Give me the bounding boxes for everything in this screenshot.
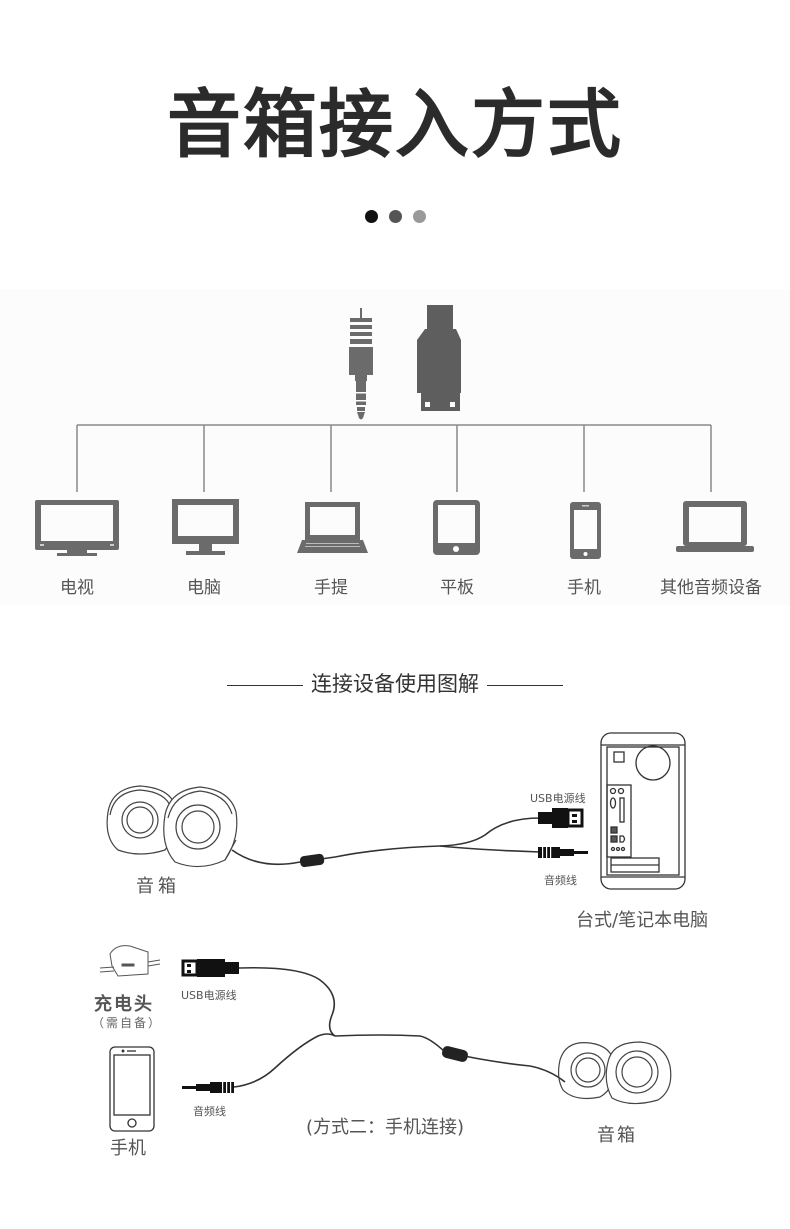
heading-rule-left	[227, 684, 303, 686]
heading-rule-right	[487, 684, 563, 686]
audio-plug-connector-1	[538, 847, 588, 858]
audio-plug-connector-2	[182, 1082, 234, 1093]
page-title: 音箱接入方式	[167, 82, 623, 168]
speaker-cable-1	[231, 817, 541, 866]
inline-volume-control-1	[299, 853, 325, 868]
usb-plug-connector-2	[181, 959, 239, 977]
speaker-pair-illustration-2	[557, 1041, 672, 1105]
device-label-tablet: 平板	[440, 578, 474, 598]
computer-label: 台式/笔记本电脑	[576, 910, 709, 931]
audio-cable-label-1: 音频线	[544, 874, 577, 887]
audio-cable-2	[233, 1033, 336, 1088]
speaker-pair-illustration-1	[106, 785, 238, 868]
method-two-label: (方式二：手机连接)	[306, 1117, 465, 1138]
charger-illustration	[99, 945, 161, 977]
phone-label: 手机	[110, 1138, 146, 1159]
desktop-monitor-icon	[172, 499, 239, 555]
speaker-label-2: 音箱	[597, 1125, 637, 1146]
usb-cable-2	[238, 966, 336, 1037]
speaker-label-1: 音箱	[136, 876, 180, 897]
usb-cable-label-2: USB电源线	[181, 989, 237, 1002]
phone-illustration	[109, 1046, 155, 1132]
connection-tree	[76, 424, 712, 492]
pager-dot-3	[413, 210, 426, 223]
device-label-tv: 电视	[60, 578, 94, 598]
tablet-icon	[433, 500, 480, 555]
audio-cable-branch-1	[439, 845, 541, 853]
pager-dot-1	[365, 210, 378, 223]
charger-label: 充电头	[94, 994, 154, 1015]
device-compatibility-panel	[0, 289, 790, 605]
computer-tower-illustration	[600, 732, 686, 890]
section-heading: 连接设备使用图解	[0, 668, 790, 698]
charger-note: （需自备）	[92, 1016, 163, 1030]
phone-icon	[570, 502, 601, 559]
audio-jack-icon	[349, 308, 373, 420]
usb-plug-connector-1	[538, 808, 584, 828]
laptop-icon	[297, 502, 368, 553]
other-audio-device-icon	[676, 501, 754, 552]
pager-dot-2	[389, 210, 402, 223]
inline-volume-control-2	[441, 1046, 469, 1062]
audio-cable-label-2: 音频线	[193, 1105, 226, 1118]
section-title: 连接设备使用图解	[311, 672, 479, 696]
device-label-laptop: 手提	[314, 578, 348, 598]
device-label-other: 其他音频设备	[660, 578, 762, 598]
usb-plug-icon	[417, 305, 461, 411]
device-label-phone: 手机	[567, 578, 601, 598]
tv-icon	[35, 500, 119, 556]
usb-cable-label-1: USB电源线	[530, 792, 586, 805]
device-label-desktop: 电脑	[187, 578, 221, 598]
